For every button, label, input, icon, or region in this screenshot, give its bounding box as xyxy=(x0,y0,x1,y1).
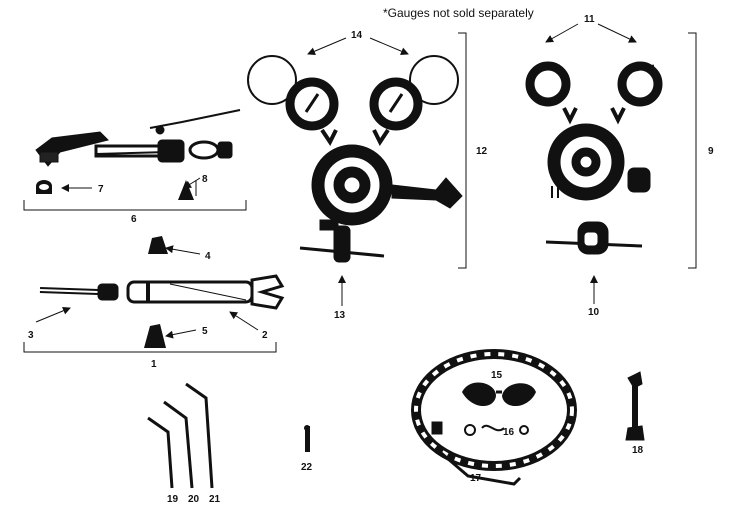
callout-10: 10 xyxy=(588,307,600,318)
callout-17: 17 xyxy=(470,473,482,484)
wrench-18 xyxy=(625,371,645,441)
small-part-22 xyxy=(304,425,310,452)
callout-20: 20 xyxy=(188,494,200,505)
callout-7: 7 xyxy=(98,184,104,195)
bracket-12 xyxy=(458,32,467,269)
callout-6: 6 xyxy=(131,214,137,225)
callout-9: 9 xyxy=(708,146,714,157)
gauges-note: *Gauges not sold separately xyxy=(383,6,534,20)
callout-5: 5 xyxy=(202,326,208,337)
callout-18: 18 xyxy=(632,445,644,456)
welding-tips xyxy=(147,382,214,489)
callout-labels: 1 2 3 4 5 6 7 8 9 10 11 12 13 14 15 16 1… xyxy=(28,14,714,505)
callout-15: 15 xyxy=(491,370,503,381)
valve-5 xyxy=(144,324,166,348)
callout-8: 8 xyxy=(202,174,208,185)
spark-lighter-16 xyxy=(464,424,529,436)
bracket-9 xyxy=(688,32,697,269)
callout-21: 21 xyxy=(209,494,221,505)
regulator-set-b xyxy=(525,61,663,255)
regulator-set-a xyxy=(247,55,463,263)
callout-16: 16 xyxy=(503,427,515,438)
callout-14: 14 xyxy=(351,30,363,41)
callout-4: 4 xyxy=(205,251,211,262)
goggles-15 xyxy=(462,382,536,407)
callout-13: 13 xyxy=(334,310,346,321)
hose-kit xyxy=(411,349,577,486)
leader-arrows xyxy=(35,23,637,339)
callout-2: 2 xyxy=(262,330,268,341)
torch-nut-7 xyxy=(36,180,52,194)
callout-11: 11 xyxy=(584,14,595,25)
bracket-1 xyxy=(23,342,277,353)
callout-12: 12 xyxy=(476,146,488,157)
bracket-6 xyxy=(23,200,247,211)
cutting-tip-8 xyxy=(178,180,194,200)
valve-4 xyxy=(148,236,168,254)
cutting-torch xyxy=(35,109,241,167)
torch-handle xyxy=(39,274,285,310)
callout-19: 19 xyxy=(167,494,179,505)
callout-3: 3 xyxy=(28,330,34,341)
callout-1: 1 xyxy=(151,359,157,370)
callout-22: 22 xyxy=(301,462,313,473)
